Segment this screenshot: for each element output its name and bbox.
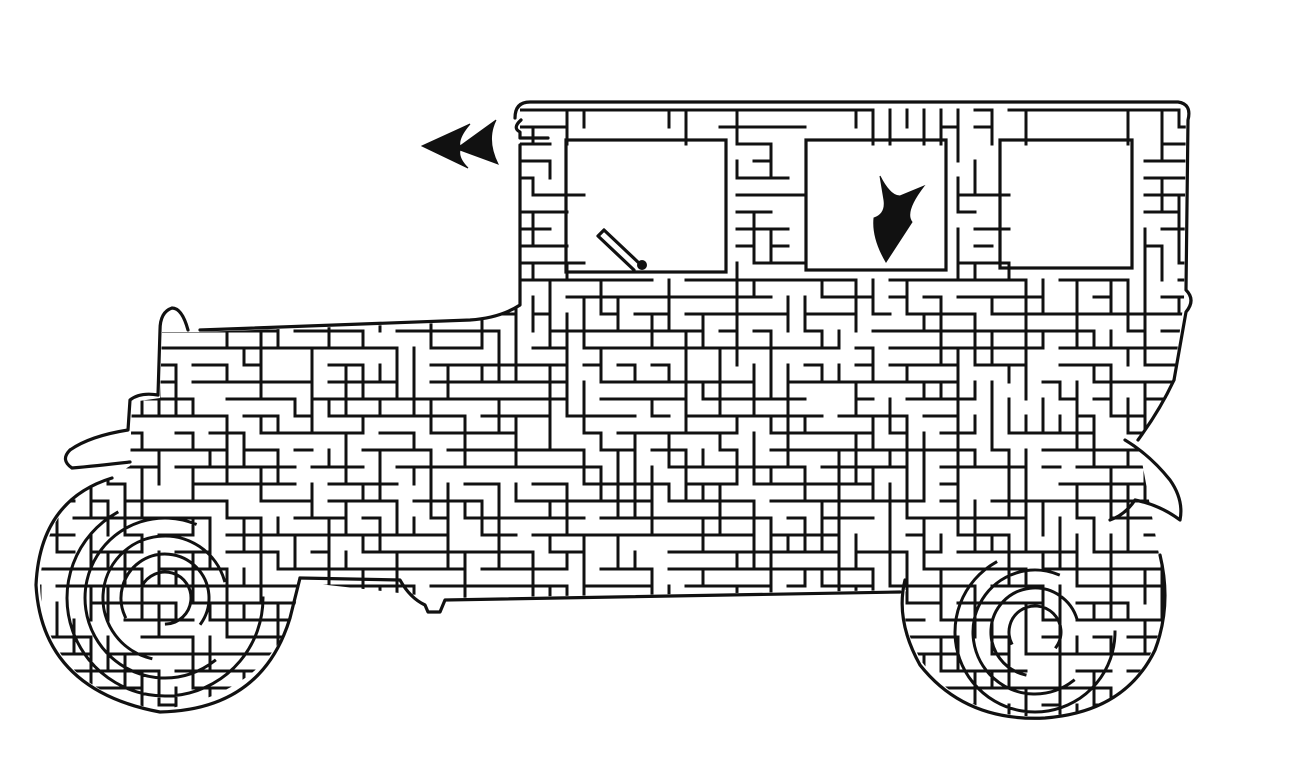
start-arrow-icon [873,175,926,263]
middle-window [804,138,948,272]
front-window [564,138,728,274]
windshield-wiper-icon [596,228,647,272]
rear-window [998,138,1134,270]
exit-arrow-icon [420,119,500,169]
car-outline [34,100,1193,720]
car-windows [564,138,1134,274]
